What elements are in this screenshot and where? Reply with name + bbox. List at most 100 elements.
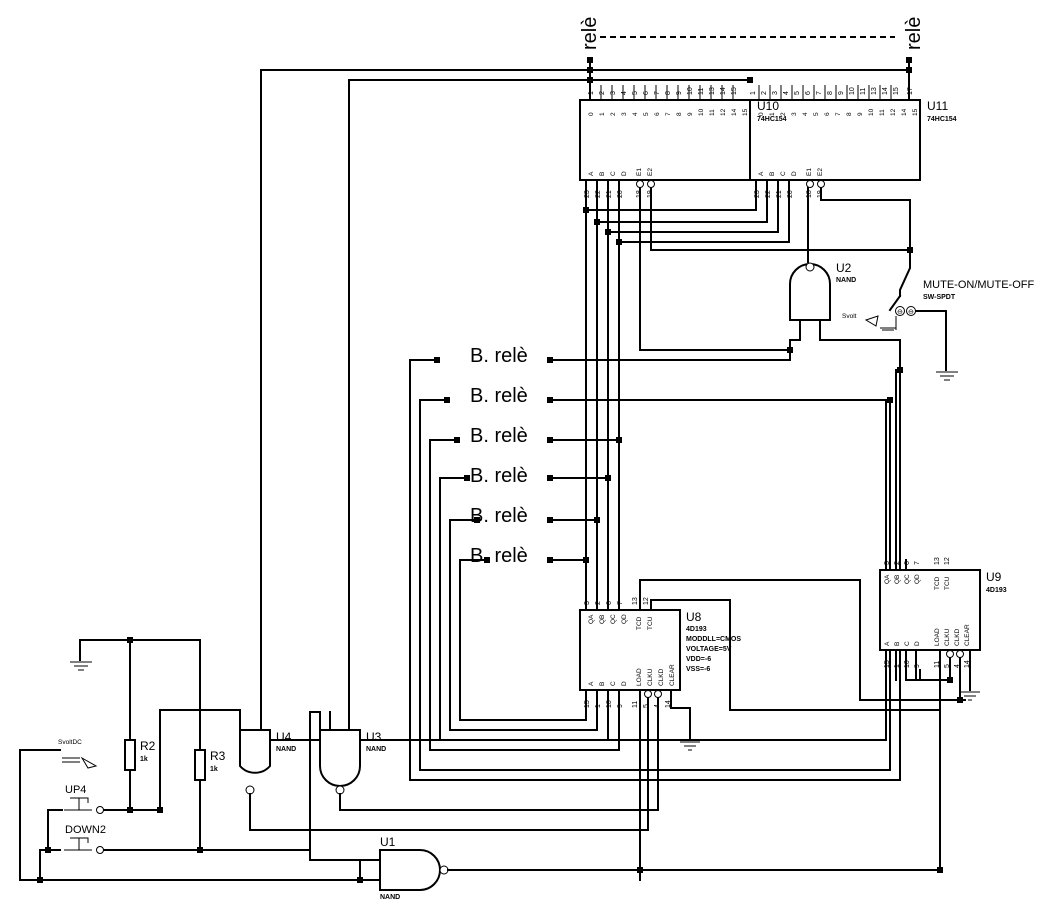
u8-voltage: VOLTAGE=5V: [686, 646, 732, 653]
svg-text:9: 9: [687, 112, 694, 116]
svg-text:UP4: UP4: [65, 784, 86, 796]
svg-text:B: B: [599, 172, 606, 176]
svg-text:⊖: ⊖: [897, 309, 903, 316]
svg-text:B. relè: B. relè: [470, 505, 528, 527]
svg-text:6: 6: [824, 112, 831, 116]
svg-text:A: A: [588, 171, 595, 176]
u3-ref: U3: [366, 730, 382, 744]
r2-value: 1k: [140, 756, 148, 763]
u9-part: 4D193: [986, 587, 1007, 594]
r2-ref: R2: [140, 739, 156, 753]
svg-text:1: 1: [894, 664, 901, 668]
svg-text:C: C: [610, 681, 617, 686]
u8-counter: [579, 609, 681, 691]
svg-text:1: 1: [750, 91, 757, 95]
svg-text:7: 7: [654, 91, 661, 95]
svoltdc-source: SvoltDC: [58, 739, 98, 769]
u8-part: 4D193: [686, 626, 707, 633]
svg-text:QA: QA: [588, 614, 595, 624]
u8-pin-labels: QA QB QC QD TCD TCU A B C D LOAD CLKU CL…: [584, 597, 676, 708]
svg-text:15: 15: [584, 700, 591, 708]
svg-text:1: 1: [599, 112, 606, 116]
b-relay-label-4: B. relè: [470, 465, 528, 487]
u2-ref: U2: [836, 261, 852, 275]
svg-text:12: 12: [944, 557, 951, 565]
svg-text:LOAD: LOAD: [636, 668, 643, 686]
svg-text:10: 10: [687, 87, 694, 95]
svg-text:5: 5: [632, 91, 639, 95]
svg-text:QC: QC: [904, 574, 911, 584]
svg-text:12: 12: [643, 597, 650, 605]
svg-text:10: 10: [868, 108, 875, 116]
svg-text:4: 4: [783, 91, 790, 95]
svg-text:8: 8: [846, 112, 853, 116]
svg-text:TCD: TCD: [636, 616, 643, 630]
svg-text:21: 21: [606, 190, 613, 198]
svg-text:E2: E2: [647, 168, 654, 176]
svg-text:Svolt: Svolt: [842, 313, 857, 320]
svg-text:0: 0: [758, 112, 765, 116]
svg-text:2: 2: [595, 601, 602, 605]
svg-text:2: 2: [780, 112, 787, 116]
b-relay-label-2: B. relè: [470, 385, 528, 407]
u9-pin-labels: QA QB QC QD TCD TCU A B C D LOAD CLKU CL…: [884, 557, 971, 668]
mute-switch-part: SW-SPDT: [923, 294, 956, 301]
svg-text:9: 9: [838, 91, 845, 95]
b-relay-label-1: B. relè: [470, 345, 528, 367]
u8-model: MODDLL=CMOS: [686, 636, 741, 643]
u11-ref: U11: [927, 99, 948, 113]
u9-counter: [879, 569, 981, 651]
svg-text:13: 13: [871, 87, 878, 95]
svg-text:15: 15: [731, 87, 738, 95]
u4-ref: U4: [276, 730, 292, 744]
svg-text:QC: QC: [610, 614, 617, 624]
svg-text:10: 10: [849, 87, 856, 95]
svg-text:18: 18: [806, 190, 813, 198]
svg-text:⊖: ⊖: [908, 309, 914, 316]
svg-text:9: 9: [914, 664, 921, 668]
svg-text:8: 8: [676, 112, 683, 116]
svg-text:7: 7: [835, 112, 842, 116]
svg-text:2: 2: [599, 91, 606, 95]
svg-text:CLEAR: CLEAR: [669, 664, 676, 686]
svg-text:6: 6: [904, 561, 911, 565]
mute-switch-label: MUTE-ON/MUTE-OFF: [923, 279, 1034, 291]
svg-text:7: 7: [914, 561, 921, 565]
u3-part: NAND: [366, 746, 386, 753]
svg-text:CLKD: CLKD: [954, 628, 961, 646]
svg-text:D: D: [914, 641, 921, 646]
svg-text:QD: QD: [621, 614, 628, 624]
svg-text:11: 11: [698, 88, 705, 95]
svg-text:D: D: [621, 681, 628, 686]
u8-ref: U8: [686, 610, 702, 624]
svg-text:3: 3: [584, 601, 591, 605]
svg-text:CLKU: CLKU: [944, 628, 951, 646]
svg-text:A: A: [884, 641, 891, 646]
svg-text:9: 9: [857, 112, 864, 116]
svg-text:B. relè: B. relè: [470, 385, 528, 407]
svg-text:2: 2: [761, 91, 768, 95]
svg-text:11: 11: [632, 701, 639, 708]
svg-text:5: 5: [643, 704, 650, 708]
svg-text:5: 5: [643, 112, 650, 116]
u11-output-pins: [758, 85, 892, 100]
svg-text:CLKU: CLKU: [647, 668, 654, 686]
relay-label-right: relè: [903, 17, 925, 50]
svg-text:TCD: TCD: [934, 576, 941, 590]
u8-vss: VSS=-6: [686, 666, 710, 673]
svg-text:14: 14: [964, 660, 971, 668]
svg-text:1: 1: [769, 112, 776, 116]
r3-value: 1k: [210, 766, 218, 773]
u1-nand-gate: [379, 849, 441, 891]
u11-part: 74HC154: [927, 116, 957, 123]
svg-text:14: 14: [882, 87, 889, 95]
relay-label-left: relè: [579, 17, 601, 50]
svg-text:23: 23: [584, 190, 591, 198]
svg-text:11: 11: [934, 661, 941, 668]
svg-text:6: 6: [606, 601, 613, 605]
svg-text:6: 6: [643, 91, 650, 95]
svg-text:13: 13: [934, 557, 941, 565]
svg-text:4: 4: [632, 112, 639, 116]
u1-part: NAND: [380, 894, 400, 901]
